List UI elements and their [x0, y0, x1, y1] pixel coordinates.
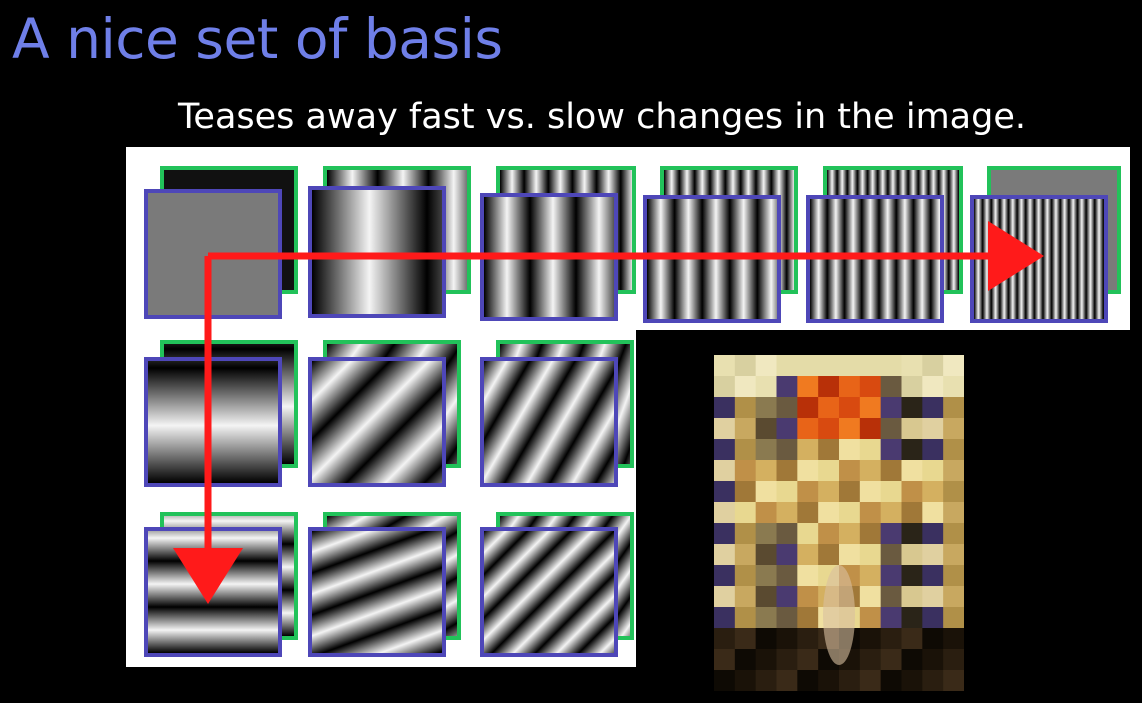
basis-tile — [144, 357, 282, 487]
basis-tile — [308, 527, 446, 657]
pixelated-painting — [714, 355, 964, 691]
painting-image — [714, 355, 964, 691]
basis-tile — [480, 357, 618, 487]
basis-tile — [308, 186, 446, 318]
slide-subtitle: Teases away fast vs. slow changes in the… — [178, 97, 1026, 137]
basis-tile — [308, 357, 446, 487]
figure-shape — [823, 565, 855, 665]
slide-title: A nice set of basis — [12, 7, 503, 71]
basis-tile — [480, 527, 618, 657]
